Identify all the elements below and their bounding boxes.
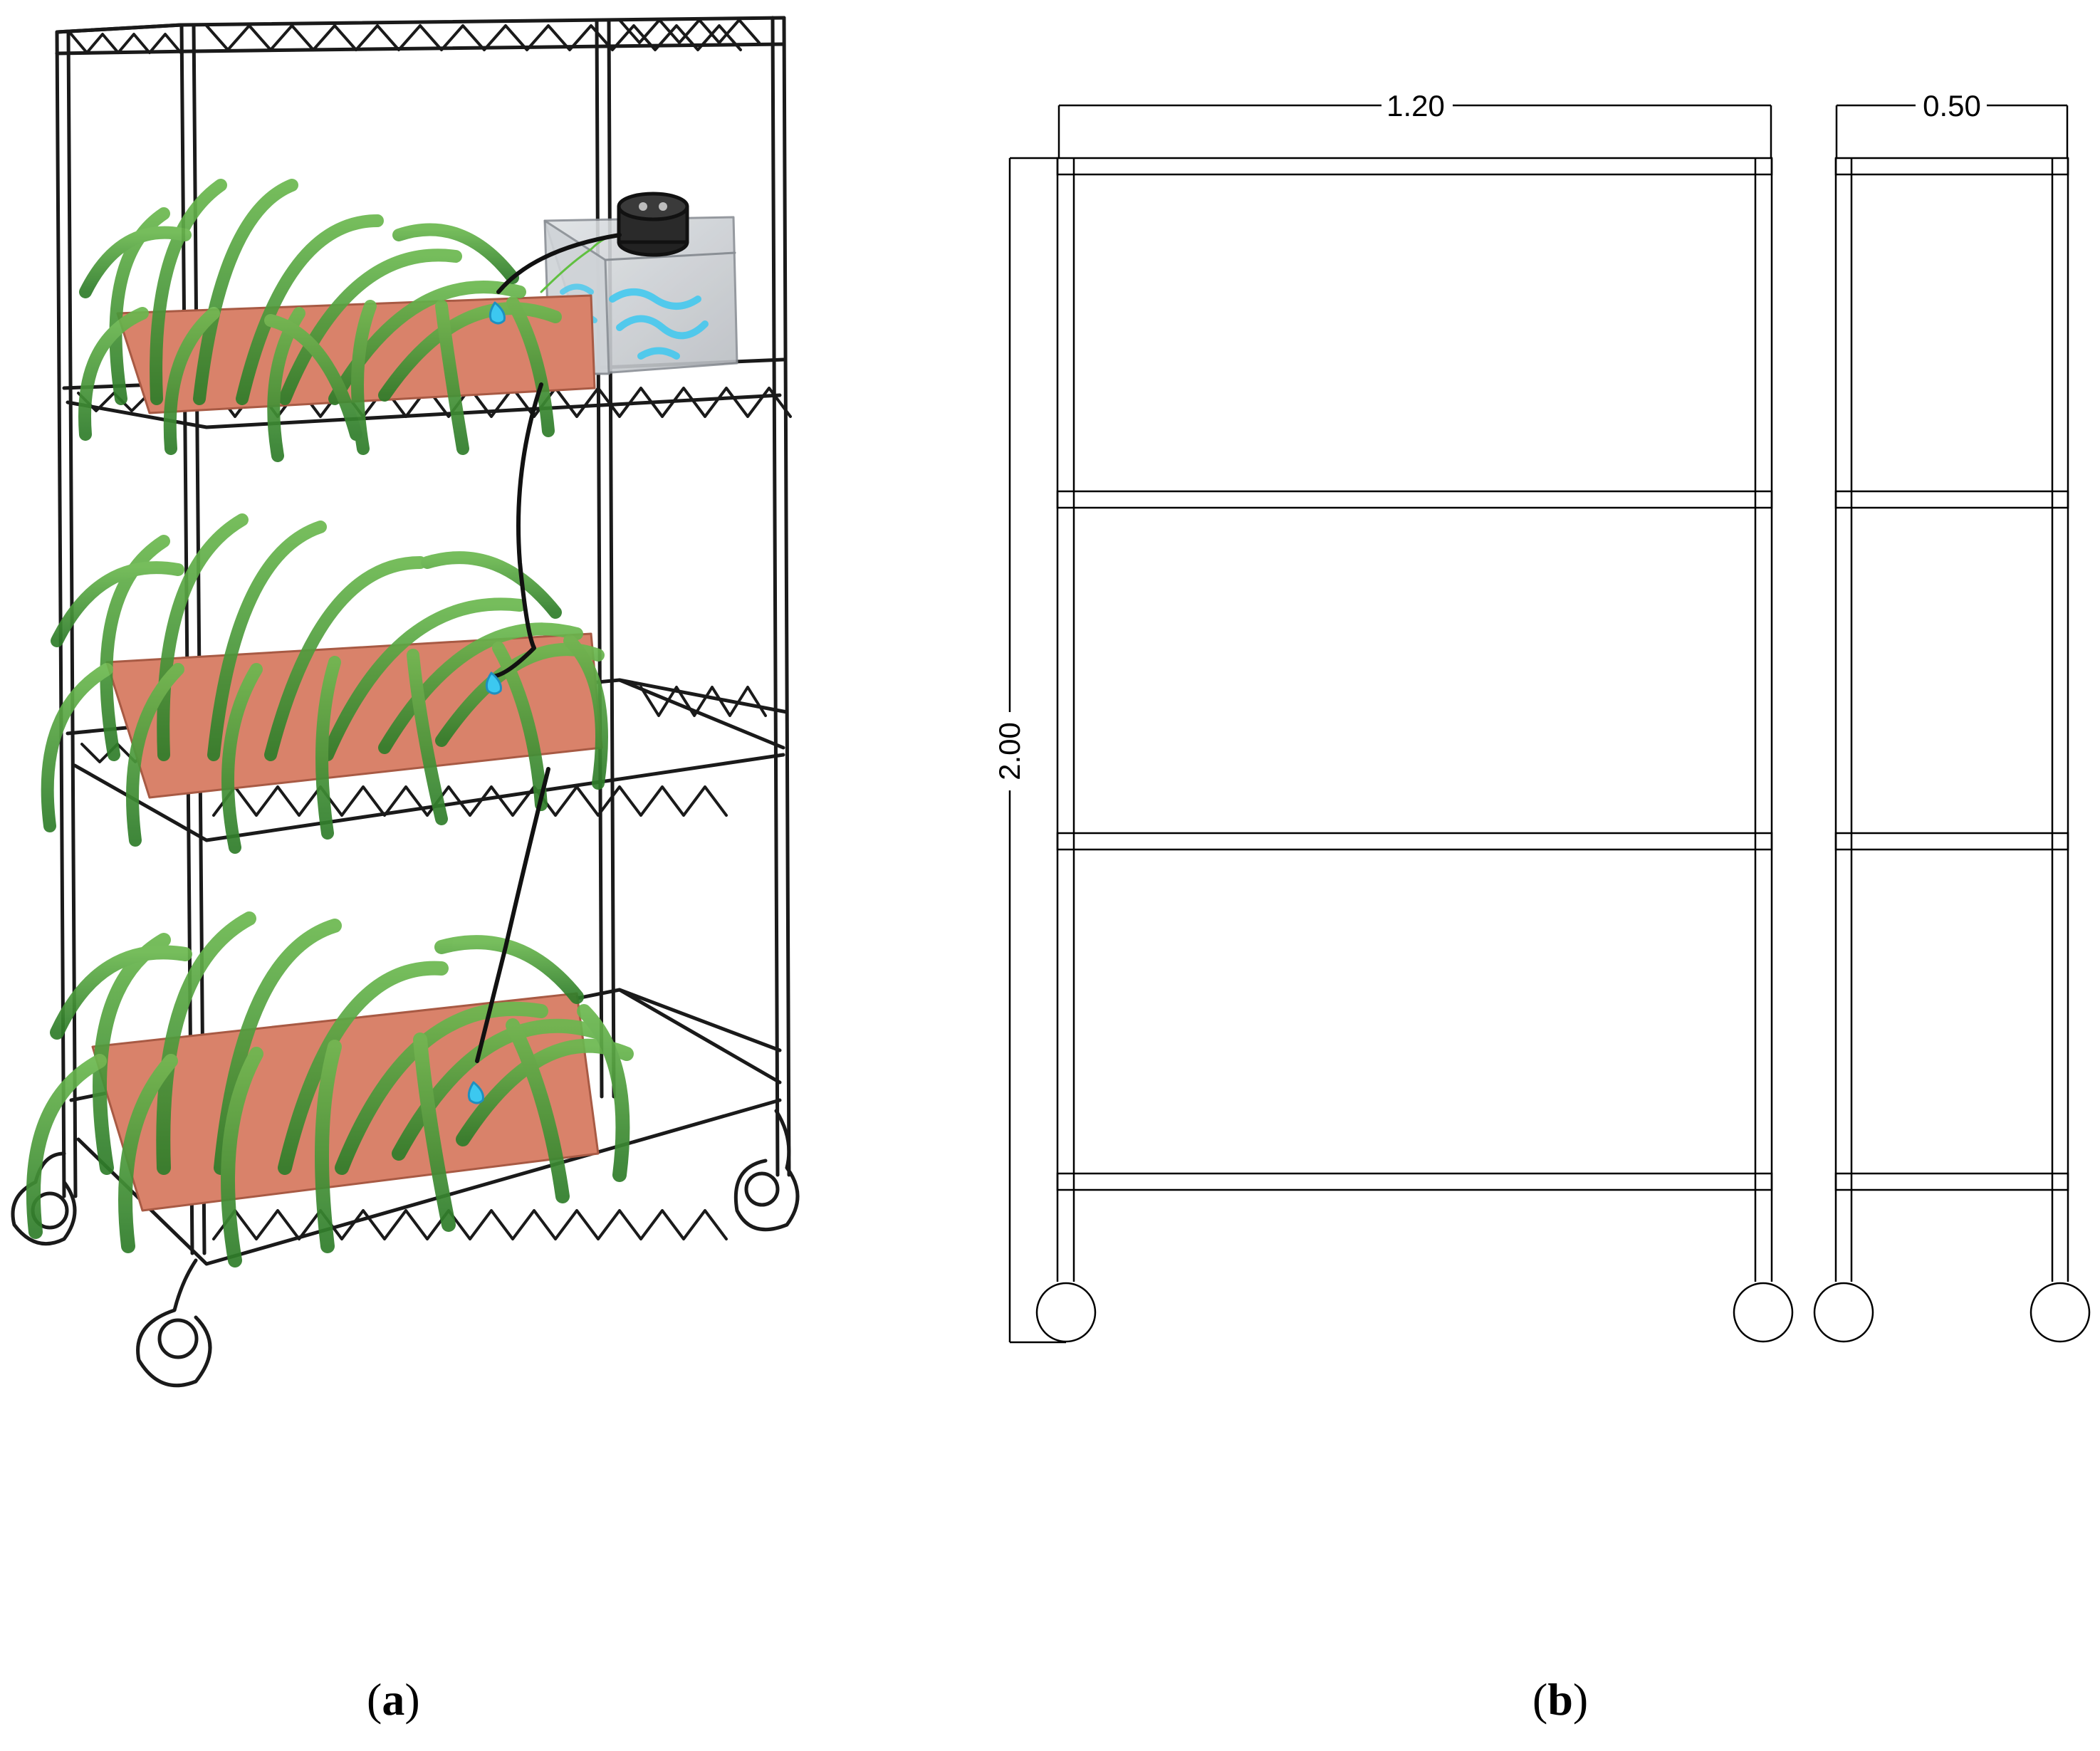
caption-b-letter: b: [1547, 1674, 1573, 1725]
drip-irrigation-tube: [475, 233, 622, 1063]
dimension-height: 2.00: [993, 157, 1066, 1344]
dimension-width: 1.20: [1057, 89, 1772, 158]
caption-b: (b): [1532, 1673, 1588, 1726]
timer-device: [540, 192, 689, 293]
dimension-depth: 0.50: [1835, 89, 2069, 158]
dimension-depth-label: 0.50: [1923, 89, 1981, 122]
caption-a: (a): [367, 1673, 420, 1726]
caption-a-open: (: [367, 1674, 382, 1725]
wheel-side-left: [1813, 1282, 1874, 1343]
rack-top: [55, 16, 786, 56]
front-elevation: [1035, 157, 1794, 1343]
dimension-height-label: 2.00: [993, 722, 1026, 780]
plant-foliage-top: [78, 179, 562, 462]
caption-a-close: ): [404, 1674, 420, 1725]
panel-b-technical-drawing: 1.20 0.50 2.00: [993, 89, 2091, 1344]
panel-a-illustration: [11, 16, 800, 1388]
water-drippers: [467, 301, 506, 1104]
side-elevation: [1813, 157, 2091, 1343]
plant-foliage-bottom: [26, 911, 634, 1267]
dimension-width-label: 1.20: [1386, 89, 1445, 122]
caster-wheels: [11, 1109, 800, 1388]
caption-a-letter: a: [382, 1674, 405, 1725]
wheel-front-right: [1733, 1282, 1794, 1343]
caption-b-open: (: [1532, 1674, 1548, 1725]
plant-foliage-middle: [41, 513, 608, 854]
wheel-side-right: [2030, 1282, 2091, 1343]
caption-b-close: ): [1572, 1674, 1589, 1725]
wheel-front-left: [1035, 1282, 1097, 1343]
